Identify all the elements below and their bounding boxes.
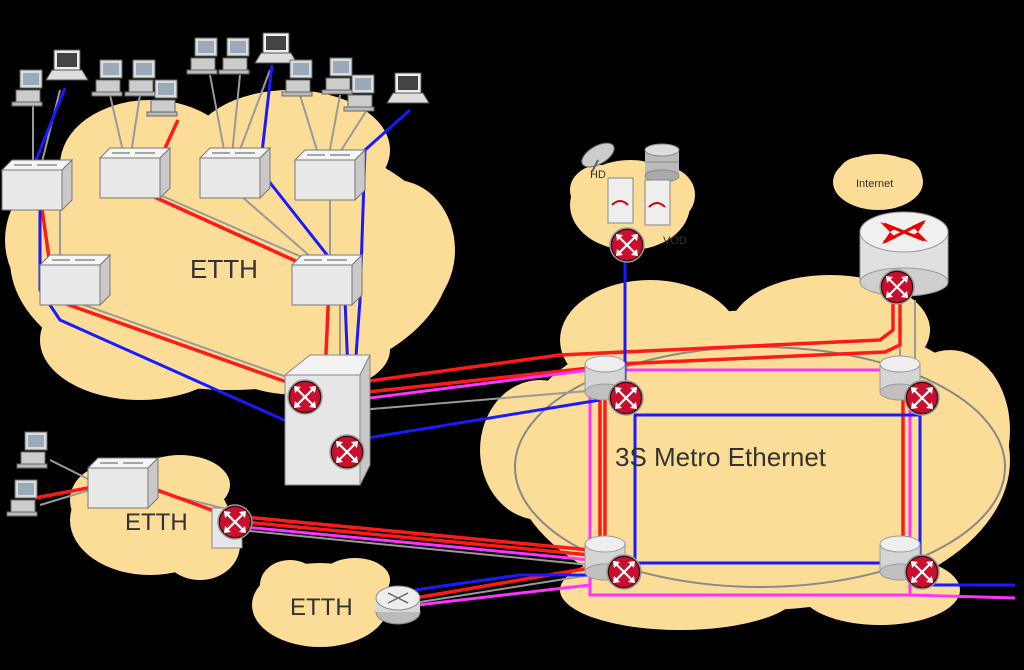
metro-label: 3S Metro Ethernet xyxy=(615,442,827,472)
laptop-icon xyxy=(254,32,298,64)
internet-label: Internet xyxy=(856,178,893,190)
hd-label: HD xyxy=(590,169,606,181)
router-icon xyxy=(216,503,254,541)
pc-icon xyxy=(91,59,123,97)
router-icon xyxy=(903,379,941,417)
switch-icon xyxy=(291,254,363,306)
router-icon xyxy=(375,585,421,625)
pc-icon xyxy=(218,37,250,75)
switch-icon xyxy=(39,254,111,306)
switch-icon xyxy=(99,147,171,199)
pc-icon xyxy=(281,59,313,97)
router-icon xyxy=(605,553,643,591)
database-icon xyxy=(644,143,680,183)
laptop-icon xyxy=(45,49,89,81)
pc-icon xyxy=(186,37,218,75)
pc-icon xyxy=(6,479,38,517)
cloud-etth-main xyxy=(5,90,455,400)
pc-icon xyxy=(16,431,48,469)
vod-label: VOD xyxy=(663,235,687,247)
laptop-icon xyxy=(386,72,430,104)
router-icon xyxy=(903,553,941,591)
cloud-etth-bottom xyxy=(252,558,390,647)
switch-icon xyxy=(87,457,159,509)
router-icon xyxy=(608,226,646,264)
pc-icon xyxy=(11,69,43,107)
router-icon xyxy=(286,378,324,416)
etth-bottom-label: ETTH xyxy=(290,594,353,621)
pc-icon xyxy=(321,57,353,95)
switch-icon xyxy=(294,149,366,201)
switch-icon xyxy=(199,147,271,199)
router-icon xyxy=(328,433,366,471)
etth-main-label: ETTH xyxy=(190,254,258,284)
etth-small-label: ETTH xyxy=(125,509,188,536)
router-icon xyxy=(878,268,916,306)
switch-icon xyxy=(1,159,73,211)
router-icon xyxy=(607,379,645,417)
cloud-internet xyxy=(833,154,923,210)
satellite-dish-icon xyxy=(581,142,615,173)
pc-icon xyxy=(124,59,156,97)
server-icon xyxy=(607,177,634,224)
server-icon xyxy=(644,179,671,226)
